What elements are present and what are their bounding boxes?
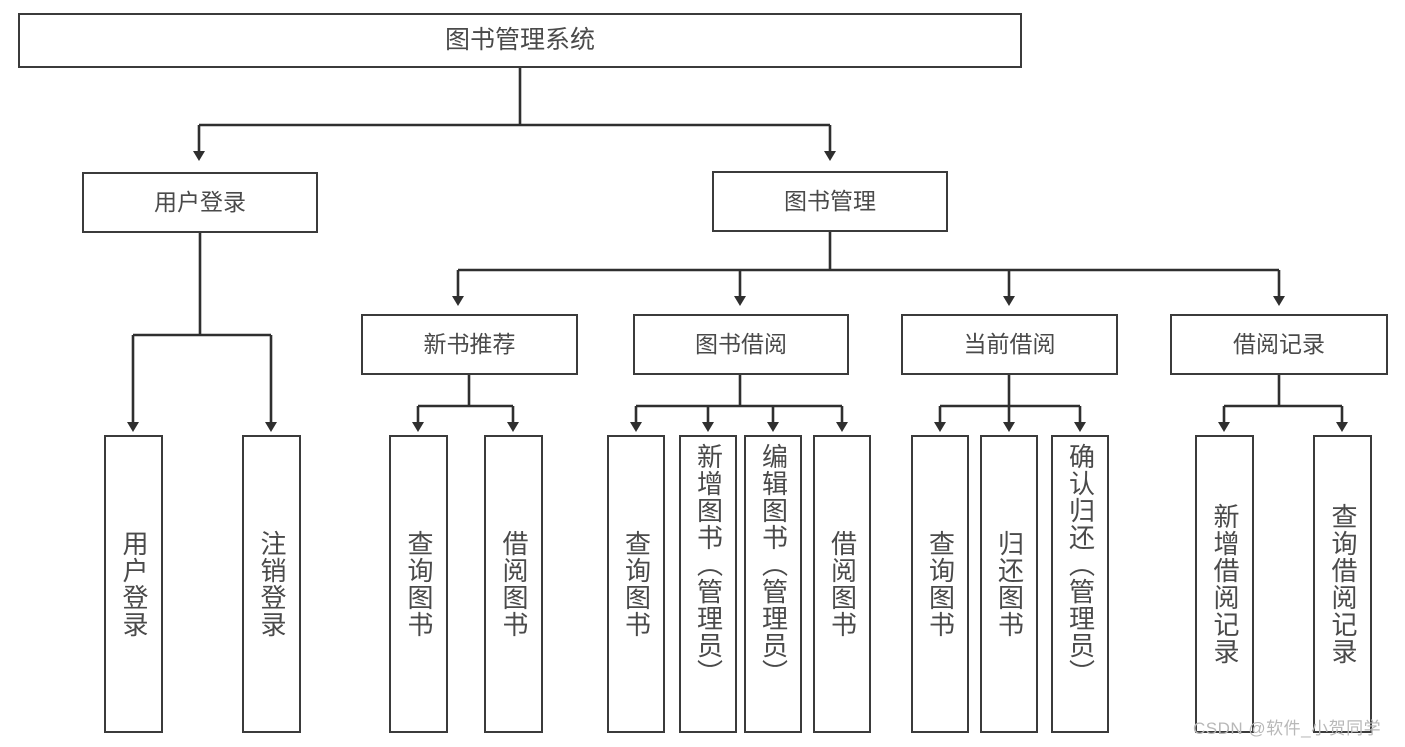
- leaf-label: 借阅图书: [827, 530, 858, 638]
- leaf-label: 新增图书（管理员）: [693, 443, 724, 686]
- leaf-current-borrow-query[interactable]: 查询图书: [911, 435, 969, 733]
- leaf-label: 查询借阅记录: [1328, 503, 1359, 665]
- node-new-book-recommend[interactable]: 新书推荐: [361, 314, 578, 375]
- leaf-label: 新增借阅记录: [1210, 503, 1241, 665]
- leaf-label: 注销登录: [257, 530, 288, 638]
- leaf-current-borrow-confirm-return[interactable]: 确认归还（管理员）: [1051, 435, 1109, 733]
- leaf-borrow-record-query[interactable]: 查询借阅记录: [1313, 435, 1372, 733]
- leaf-label: 确认归还（管理员）: [1065, 443, 1096, 686]
- node-current-borrow-label: 当前借阅: [963, 331, 1056, 358]
- node-root[interactable]: 图书管理系统: [18, 13, 1022, 68]
- leaf-label: 借阅图书: [499, 530, 530, 638]
- leaf-label: 查询图书: [404, 530, 435, 638]
- leaf-label: 用户登录: [119, 530, 150, 638]
- leaf-book-borrow-borrow[interactable]: 借阅图书: [813, 435, 871, 733]
- node-user-login-label: 用户登录: [154, 189, 246, 216]
- leaf-user-login-login[interactable]: 用户登录: [104, 435, 163, 733]
- node-root-label: 图书管理系统: [444, 26, 595, 55]
- node-book-management[interactable]: 图书管理: [712, 171, 948, 232]
- leaf-current-borrow-return[interactable]: 归还图书: [980, 435, 1038, 733]
- node-user-login[interactable]: 用户登录: [82, 172, 318, 233]
- leaf-user-login-logout[interactable]: 注销登录: [242, 435, 301, 733]
- leaf-label: 归还图书: [994, 530, 1025, 638]
- leaf-borrow-record-add[interactable]: 新增借阅记录: [1195, 435, 1254, 733]
- leaf-label: 查询图书: [621, 530, 652, 638]
- leaf-new-book-query[interactable]: 查询图书: [389, 435, 448, 733]
- leaf-book-borrow-add[interactable]: 新增图书（管理员）: [679, 435, 737, 733]
- leaf-new-book-borrow[interactable]: 借阅图书: [484, 435, 543, 733]
- leaf-label: 编辑图书（管理员）: [758, 443, 789, 686]
- node-borrow-record-label: 借阅记录: [1233, 331, 1325, 358]
- node-book-borrow-label: 图书借阅: [695, 331, 787, 358]
- watermark: CSDN @软件_小贺同学: [1193, 719, 1382, 738]
- node-new-book-recommend-label: 新书推荐: [423, 331, 516, 358]
- leaf-book-borrow-edit[interactable]: 编辑图书（管理员）: [744, 435, 802, 733]
- node-book-management-label: 图书管理: [784, 188, 876, 215]
- leaf-label: 查询图书: [925, 530, 956, 638]
- node-borrow-record[interactable]: 借阅记录: [1170, 314, 1388, 375]
- node-current-borrow[interactable]: 当前借阅: [901, 314, 1118, 375]
- leaf-book-borrow-query[interactable]: 查询图书: [607, 435, 665, 733]
- node-book-borrow[interactable]: 图书借阅: [633, 314, 849, 375]
